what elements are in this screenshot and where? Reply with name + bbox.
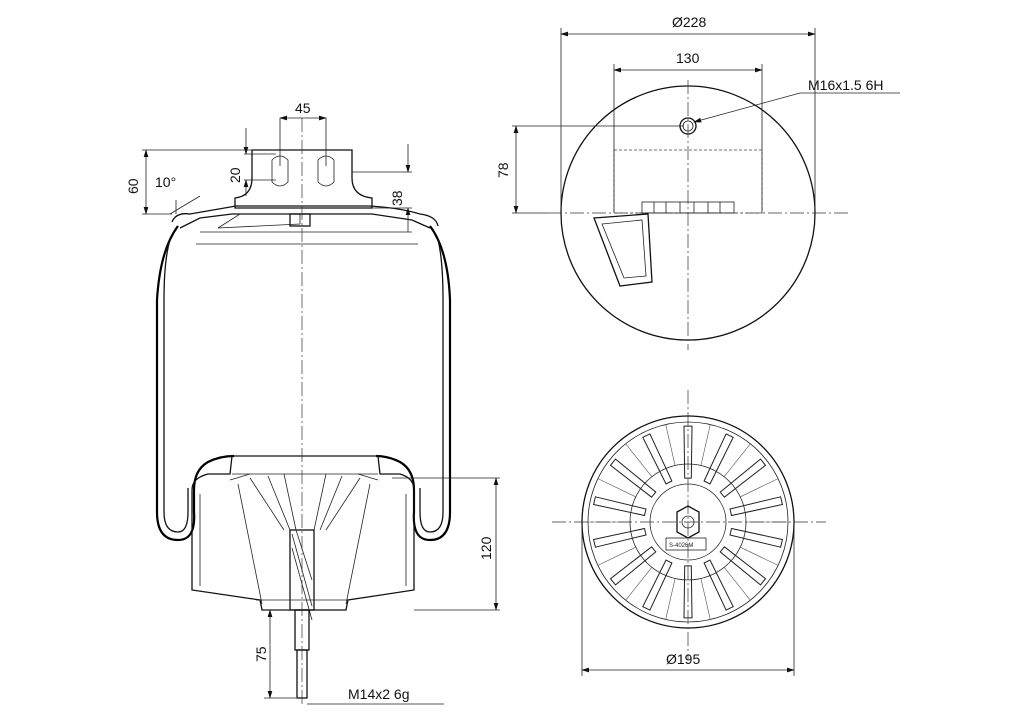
- piston-rib-gap: [597, 546, 636, 566]
- dim-45: 45: [295, 100, 311, 116]
- thread-top-label: M16x1.5 6H: [808, 77, 883, 93]
- bellows-right: [375, 225, 452, 542]
- dim-75: 75: [253, 646, 269, 662]
- dim-angle: 10°: [155, 174, 176, 190]
- piston-rib: [719, 458, 767, 498]
- top-view: Ø228 130 M16x1.5 6H 78: [495, 14, 900, 350]
- piston-rib-gap: [665, 578, 676, 620]
- bead-plate: [171, 205, 439, 245]
- piston-rib: [642, 559, 673, 611]
- piston-rib: [719, 546, 767, 586]
- dim-130: 130: [676, 50, 700, 66]
- bellows-left: [155, 225, 235, 542]
- piston-rib: [683, 565, 693, 619]
- side-view: 45 20 60 10° 38 120 75 M14x2 6g: [125, 100, 500, 705]
- piston-rib-gap: [625, 567, 653, 601]
- dim-20: 20: [227, 167, 243, 183]
- piston-rib-gap: [723, 443, 751, 477]
- piston-rib: [609, 458, 657, 498]
- piston-rib-gap: [740, 546, 779, 566]
- piston-rib-gap: [700, 578, 711, 620]
- piston: [191, 455, 415, 621]
- piston-rib: [703, 433, 734, 485]
- piston-rib: [592, 527, 647, 548]
- piston-rib: [729, 496, 784, 517]
- plate-marking: S-4026M: [669, 543, 693, 549]
- piston-rib-gap: [740, 478, 779, 498]
- piston-rib: [642, 433, 673, 485]
- top-bracket: [234, 149, 373, 209]
- bottom-view: S-4026M Ø195: [552, 390, 826, 676]
- piston-rib: [592, 496, 647, 517]
- piston-rib-gap: [723, 567, 751, 601]
- piston-rib-gap: [597, 478, 636, 498]
- piston-ribs: [588, 424, 788, 620]
- dim-38: 38: [389, 190, 405, 206]
- piston-rib-gap: [625, 443, 653, 477]
- dim-d195: Ø195: [666, 651, 700, 667]
- piston-rib: [729, 527, 784, 548]
- dim-120: 120: [478, 536, 494, 560]
- piston-rib: [703, 559, 734, 611]
- piston-rib-gap: [665, 424, 676, 466]
- dim-78: 78: [495, 162, 511, 178]
- dim-60: 60: [125, 178, 141, 194]
- piston-rib: [609, 546, 657, 586]
- thread-bottom-label: M14x2 6g: [348, 686, 409, 702]
- piston-rib-gap: [700, 424, 711, 466]
- dim-d228: Ø228: [672, 14, 706, 30]
- piston-rib: [683, 425, 693, 479]
